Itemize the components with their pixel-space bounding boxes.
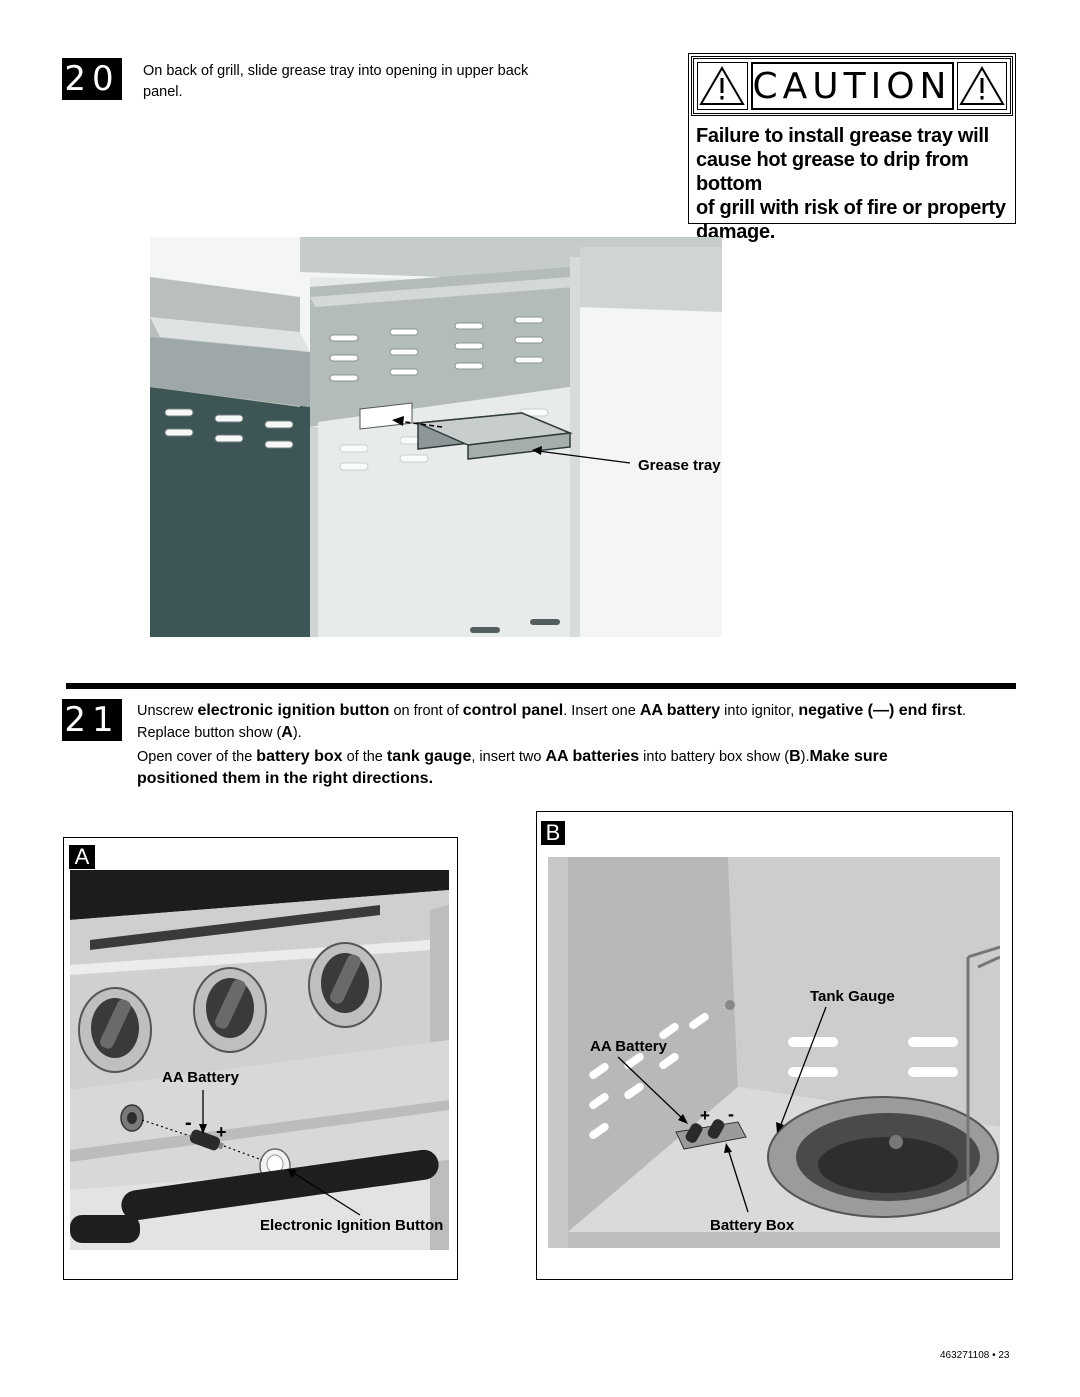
step-20-line-1: On back of grill, slide grease tray into…: [143, 63, 529, 79]
warning-triangle-icon: [697, 62, 748, 110]
step-21-paragraph-2-line-2: positioned them in the right directions.: [137, 768, 1027, 790]
emphasis-make-sure: Make sure: [809, 748, 888, 765]
text-span: into ignitor,: [720, 703, 799, 719]
figure-ref-b: B: [789, 748, 801, 765]
step-number-21: 21: [62, 699, 122, 741]
aa-battery-label-a: AA Battery: [162, 1069, 239, 1086]
text-span: into battery box show (: [639, 749, 790, 765]
minus-sign-a: -: [185, 1112, 192, 1134]
step-21-paragraph-2: Open cover of the battery box of the tan…: [137, 746, 1027, 768]
step-21-paragraph-1: Unscrew electronic ignition button on fr…: [137, 700, 1027, 722]
text-span: Replace button show (: [137, 725, 282, 741]
emphasis-negative-end: negative (—) end first: [798, 702, 962, 719]
emphasis-aa-batteries: AA batteries: [545, 748, 640, 765]
knob-group: [78, 942, 382, 1073]
figure-a-letter: A: [69, 844, 95, 869]
text-span: of the: [342, 749, 387, 765]
caution-line-3: of grill with risk of fire or property: [696, 197, 1006, 219]
step-20-instructions: On back of grill, slide grease tray into…: [143, 61, 613, 103]
figure-ref-a: A: [281, 724, 293, 741]
step-21-instructions: Unscrew electronic ignition button on fr…: [137, 700, 1027, 790]
emphasis-directions: positioned them in the right directions.: [137, 770, 434, 787]
text-span: . Insert one: [563, 703, 640, 719]
minus-sign-b: -: [728, 1104, 734, 1124]
section-divider: [66, 683, 1016, 689]
caution-line-4: damage.: [696, 221, 776, 243]
plus-sign-a: +: [216, 1122, 227, 1142]
text-span: ).: [800, 749, 810, 765]
page-footer: 463271108 • 23: [940, 1350, 1010, 1361]
caution-box: CAUTION Failure to install grease tray w…: [688, 53, 1016, 243]
emphasis-control-panel: control panel: [462, 702, 564, 719]
text-span: on front of: [389, 703, 463, 719]
grease-tray-label: Grease tray: [638, 457, 721, 474]
battery-box-label: Battery Box: [710, 1217, 795, 1234]
text-span: Unscrew: [137, 703, 198, 719]
plus-sign-b: +: [700, 1106, 710, 1125]
caution-message: Failure to install grease tray will caus…: [689, 118, 1015, 244]
step-20-line-2: panel.: [143, 84, 183, 100]
ignition-button-illustration: [70, 870, 449, 1250]
tank-gauge-label: Tank Gauge: [810, 988, 895, 1005]
caution-title: CAUTION: [750, 62, 954, 110]
caution-line-2: cause hot grease to drip from bottom: [696, 149, 969, 195]
emphasis-aa-battery: AA battery: [639, 702, 721, 719]
emphasis-tank-gauge: tank gauge: [386, 748, 472, 765]
ignition-button-label: Electronic Ignition Button: [260, 1217, 444, 1234]
aa-battery-label-b: AA Battery: [590, 1038, 667, 1055]
warning-triangle-icon: [956, 62, 1007, 110]
grease-tray-illustration: [150, 237, 722, 637]
text-span: ).: [292, 725, 302, 741]
emphasis-battery-box: battery box: [256, 748, 343, 765]
text-span: .: [961, 703, 966, 719]
step-21-paragraph-1-line-2: Replace button show (A).: [137, 722, 1027, 744]
text-span: Open cover of the: [137, 749, 257, 765]
tank-gauge-illustration: [548, 857, 1001, 1248]
caution-line-1: Failure to install grease tray will: [696, 125, 989, 147]
caution-header: CAUTION: [691, 56, 1013, 116]
text-span: , insert two: [471, 749, 546, 765]
figure-b-letter: B: [541, 820, 565, 845]
emphasis-ignition-button: electronic ignition button: [197, 702, 390, 719]
step-number-20: 20: [62, 58, 122, 100]
